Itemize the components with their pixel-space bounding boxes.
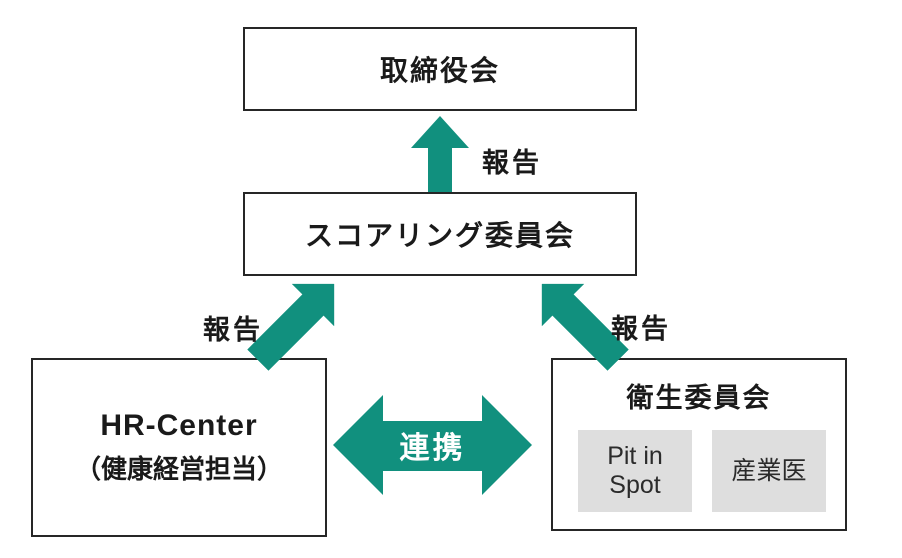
node-pit-in-spot: Pit in Spot xyxy=(578,430,692,512)
report-label-right: 報告 xyxy=(611,314,671,344)
report-label-top: 報告 xyxy=(482,148,542,178)
node-occupational-physician: 産業医 xyxy=(712,430,826,512)
node-board: 取締役会 xyxy=(243,27,637,111)
cooperation-double-arrow-icon xyxy=(333,395,532,495)
node-hr-center: HR-Center （健康経営担当） xyxy=(31,358,327,537)
node-hr-center-subtitle: （健康経営担当） xyxy=(74,454,283,484)
node-pit-in-spot-label: Pit in Spot xyxy=(607,442,663,499)
report-arrow-upright-icon xyxy=(247,283,335,371)
node-scoring-committee-label: スコアリング委員会 xyxy=(304,220,575,251)
node-hygiene-committee: 衛生委員会 Pit in Spot 産業医 xyxy=(551,358,847,531)
node-hygiene-committee-title: 衛生委員会 xyxy=(626,383,772,413)
report-label-left: 報告 xyxy=(203,315,263,345)
cooperation-label: 連携 xyxy=(399,432,466,465)
node-board-label: 取締役会 xyxy=(379,55,500,86)
report-arrow-upleft-icon xyxy=(541,283,629,371)
node-occupational-physician-label: 産業医 xyxy=(731,456,807,485)
node-scoring-committee: スコアリング委員会 xyxy=(243,192,637,276)
node-hr-center-title: HR-Center xyxy=(100,409,258,442)
report-arrow-up-icon xyxy=(411,116,469,192)
